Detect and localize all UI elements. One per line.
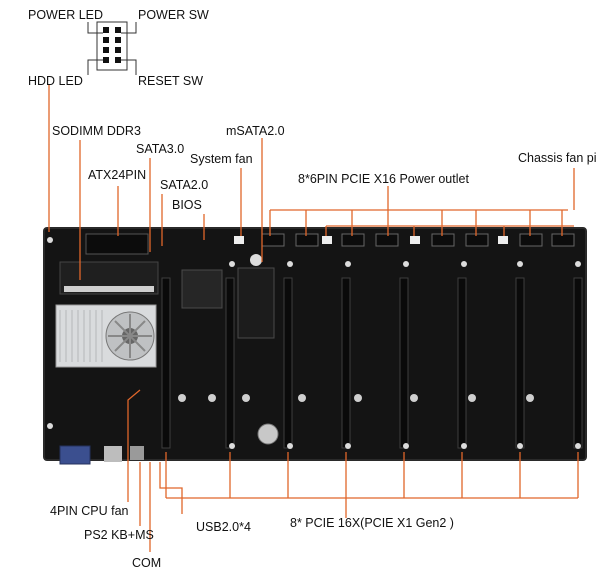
label-chassis-fan: Chassis fan pi: [518, 151, 597, 165]
pcie-slot: [283, 277, 293, 449]
usb-ports: [104, 446, 122, 462]
motherboard: [43, 227, 587, 465]
com-port: [59, 445, 91, 465]
label-msata: mSATA2.0: [226, 124, 285, 138]
label-sata2: SATA2.0: [160, 178, 209, 192]
atx24-connector: [85, 233, 149, 255]
label-ps2: PS2 KB+MS: [84, 528, 154, 542]
pcie-power-connectors: [261, 233, 575, 247]
chipset: [181, 269, 223, 309]
pcie-slot: [573, 277, 583, 449]
pcie-slot: [457, 277, 467, 449]
label-pcie-power: 8*6PIN PCIE X16 Power outlet: [298, 172, 469, 186]
mounting-holes: [47, 237, 581, 449]
pcie-slots: [161, 277, 583, 449]
ps2-port: [130, 446, 144, 460]
pcie-slot: [515, 277, 525, 449]
coin-battery-icon: [257, 423, 279, 445]
label-atx24: ATX24PIN: [88, 168, 147, 182]
label-power-led: POWER LED: [28, 8, 104, 22]
leader-lines: [48, 85, 579, 552]
label-sata3: SATA3.0: [136, 142, 185, 156]
label-hdd-led: HDD LED: [28, 74, 83, 88]
label-reset-sw: RESET SW: [138, 74, 204, 88]
label-pcie-slots: 8* PCIE 16X(PCIE X1 Gen2 ): [290, 516, 454, 530]
msata-slot: [237, 267, 275, 339]
label-usb: USB2.0*4: [196, 520, 251, 534]
pcie-slot: [161, 277, 171, 449]
label-bios: BIOS: [172, 198, 202, 212]
pcie-slot: [341, 277, 351, 449]
cpu-heatsink-icon: [55, 304, 157, 368]
label-sodimm: SODIMM DDR3: [52, 124, 141, 138]
front-panel-header-icon: [87, 21, 137, 75]
label-system-fan: System fan: [190, 152, 253, 166]
label-cpu-fan: 4PIN CPU fan: [50, 504, 129, 518]
pcie-slot: [399, 277, 409, 449]
label-power-sw: POWER SW: [138, 8, 209, 22]
label-com: COM: [132, 556, 162, 570]
pcie-slot: [225, 277, 235, 449]
